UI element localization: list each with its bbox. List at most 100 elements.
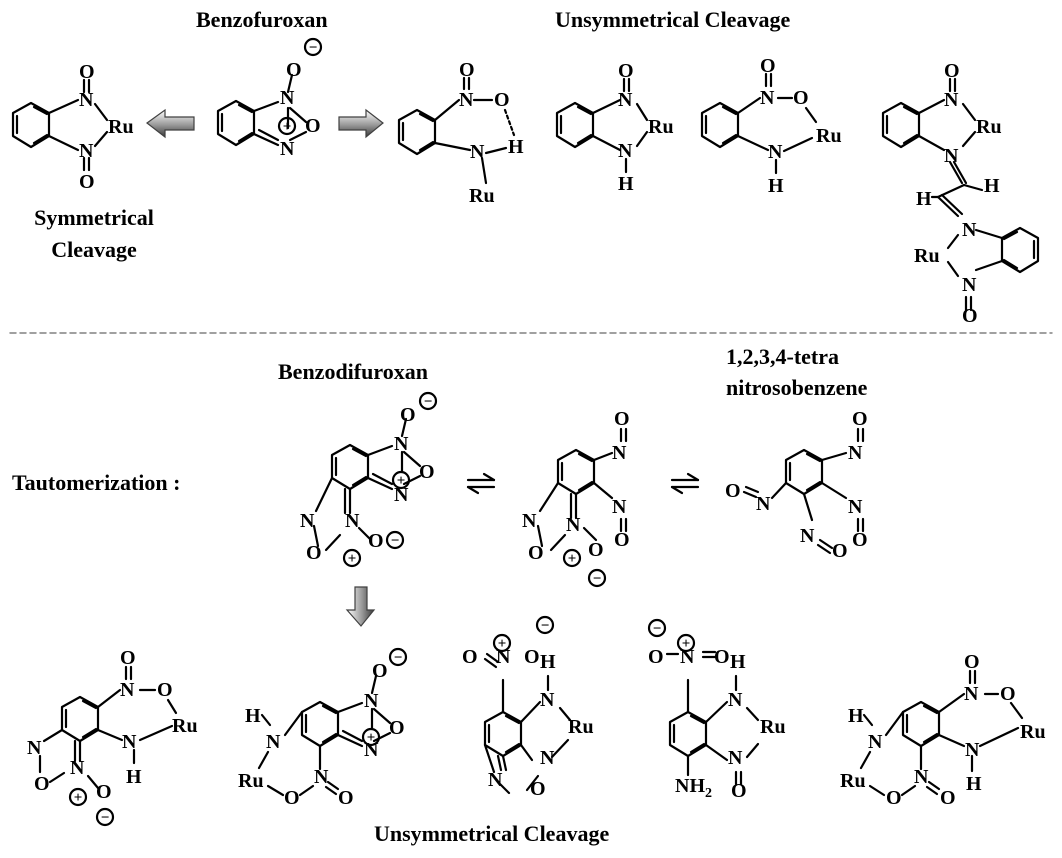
benzodifuroxan-structure xyxy=(312,391,438,568)
label-unsymmetrical-cleavage-top: Unsymmetrical Cleavage xyxy=(555,7,791,32)
atom-N: N xyxy=(868,731,883,753)
label-tetra-line2: nitrosobenzene xyxy=(726,375,868,400)
atom-O: O xyxy=(79,61,95,83)
charge-plus: + xyxy=(367,730,376,746)
atom-Ru: Ru xyxy=(1020,721,1046,743)
bottom-structure-5 xyxy=(859,669,1024,797)
atom-H: H xyxy=(848,705,864,727)
atom-O: O xyxy=(725,480,741,502)
atom-O: O xyxy=(284,787,300,809)
atom-O: O xyxy=(459,59,475,81)
atom-O: O xyxy=(760,55,776,77)
atom-N: N xyxy=(760,87,775,109)
atom-O: O xyxy=(400,404,416,426)
atom-N: N xyxy=(618,140,633,162)
label-tautomerization: Tautomerization : xyxy=(12,470,181,495)
charge-minus: − xyxy=(309,40,318,56)
atom-O: O xyxy=(157,679,173,701)
atom-N: N xyxy=(496,646,511,668)
atom-N: N xyxy=(944,89,959,111)
atom-N: N xyxy=(488,769,503,791)
atom-O: O xyxy=(588,539,604,561)
block-arrow-down xyxy=(345,586,376,627)
atom-N: N xyxy=(364,690,379,712)
atom-O: O xyxy=(306,542,322,564)
atom-H: H xyxy=(768,175,784,197)
atom-O: O xyxy=(852,408,868,430)
atom-H: H xyxy=(966,773,982,795)
charge-minus: − xyxy=(653,621,662,637)
atom-N: N xyxy=(848,496,863,518)
atom-H: H xyxy=(916,188,932,210)
atom-O: O xyxy=(618,60,634,82)
atom-Ru: Ru xyxy=(568,716,594,738)
charge-minus: − xyxy=(394,650,403,666)
atom-NH2: NH2 xyxy=(675,775,712,801)
block-arrow-right xyxy=(338,108,384,139)
charge-plus: + xyxy=(568,551,577,567)
atom-O: O xyxy=(852,529,868,551)
atom-H: H xyxy=(508,136,524,158)
label-symmetrical: Symmetrical xyxy=(34,205,154,230)
label-benzofuroxan: Benzofuroxan xyxy=(196,7,328,32)
equilibrium-arrow-2 xyxy=(670,472,700,495)
atom-Ru: Ru xyxy=(238,770,264,792)
charge-minus: − xyxy=(593,571,602,587)
label-tetra-line1: 1,2,3,4-tetra xyxy=(726,344,840,369)
atom-N: N xyxy=(962,274,977,296)
atom-H: H xyxy=(984,175,1000,197)
atom-O: O xyxy=(96,781,112,803)
sym-cleavage-structure xyxy=(11,78,109,172)
charge-plus: + xyxy=(283,119,292,135)
charge-minus: − xyxy=(424,394,433,410)
atom-N: N xyxy=(540,689,555,711)
tetranitrosobenzene-structure xyxy=(742,427,865,555)
tautomer-mono-furoxan-structure xyxy=(536,427,628,588)
atom-N: N xyxy=(79,140,94,162)
atom-O: O xyxy=(34,773,50,795)
atom-O: O xyxy=(793,87,809,109)
atom-O: O xyxy=(940,787,956,809)
atom-N: N xyxy=(566,514,581,536)
atom-N: N xyxy=(266,731,281,753)
atom-Ru: Ru xyxy=(108,116,134,138)
atom-O: O xyxy=(614,408,630,430)
atom-N: N xyxy=(394,484,409,506)
atom-N: N xyxy=(964,683,979,705)
atom-O: O xyxy=(79,171,95,193)
atom-N: N xyxy=(470,141,485,163)
atom-O: O xyxy=(1000,683,1016,705)
atom-O: O xyxy=(372,660,388,682)
label-unsymmetrical-cleavage-bottom: Unsymmetrical Cleavage xyxy=(374,821,610,846)
unsym-structure-4 xyxy=(881,77,1040,312)
atom-O: O xyxy=(338,787,354,809)
atom-Ru: Ru xyxy=(760,716,786,738)
bottom-structure-3 xyxy=(483,615,572,795)
atom-O: O xyxy=(286,59,302,81)
atom-O: O xyxy=(648,646,664,668)
atom-N: N xyxy=(540,747,555,769)
atom-N: N xyxy=(522,510,537,532)
atom-N: N xyxy=(800,525,815,547)
atom-N: N xyxy=(848,442,863,464)
atom-N: N xyxy=(280,138,295,160)
bottom-structure-1 xyxy=(38,665,178,827)
label-cleavage: Cleavage xyxy=(51,237,137,262)
atom-H: H xyxy=(540,651,556,673)
atom-N: N xyxy=(728,689,743,711)
atom-N: N xyxy=(965,739,980,761)
unsym-structure-3 xyxy=(700,72,818,175)
charge-minus: − xyxy=(541,618,550,634)
atom-H: H xyxy=(245,705,261,727)
atom-N: N xyxy=(768,141,783,163)
atom-N: N xyxy=(756,493,771,515)
atom-Ru: Ru xyxy=(914,245,940,267)
atom-O: O xyxy=(419,461,435,483)
atom-N: N xyxy=(914,766,929,788)
atom-N: N xyxy=(280,87,295,109)
atom-N: N xyxy=(79,89,94,111)
atom-O: O xyxy=(494,89,510,111)
atom-O: O xyxy=(528,542,544,564)
